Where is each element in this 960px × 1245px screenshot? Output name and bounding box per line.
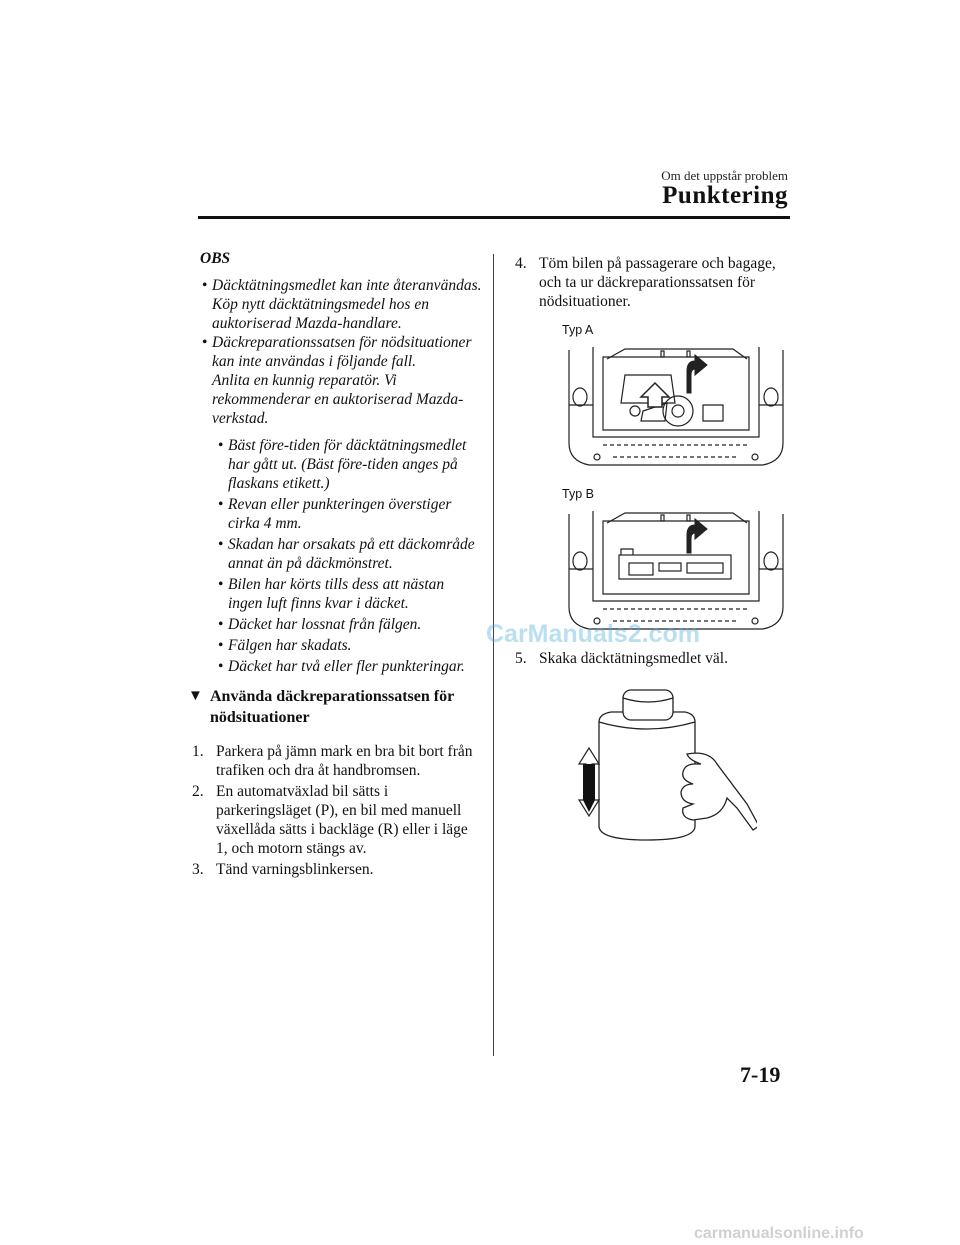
header-rule	[198, 216, 790, 219]
obs-bullet: • Däckreparationssatsen för nödsituation…	[200, 333, 482, 428]
sub-bullet-text: Fälgen har skadats.	[228, 637, 352, 654]
bullet-dot-icon: •	[218, 536, 224, 553]
sub-bullet-list: •Bäst före-tiden för däcktätningsmedlet …	[208, 436, 482, 676]
sub-bullet: •Bilen har körts tills dess att nästan i…	[216, 575, 482, 613]
sub-bullet: •Skadan har orsakats på ett däckområde a…	[216, 535, 482, 573]
obs-title: OBS	[200, 250, 231, 267]
trunk-kit-illustration-typ-b	[568, 511, 784, 630]
obs-bullet-extra-text: Anlita en kunnig reparatör. Vi rekommend…	[212, 372, 464, 427]
bullet-dot-icon: •	[218, 496, 224, 513]
sub-bullet-text: Bilen har körts tills dess att nästan in…	[228, 576, 445, 612]
section-heading-text: Använda däckreparationssatsen för nödsit…	[210, 688, 454, 726]
left-column: OBS • Däcktätningsmedlet kan inte återan…	[188, 250, 482, 881]
sub-bullet: •Revan eller punkteringen överstiger cir…	[216, 495, 482, 533]
bullet-dot-icon: •	[218, 576, 224, 593]
figure-label-typ-a: Typ A	[562, 323, 594, 337]
bullet-dot-icon: •	[218, 637, 224, 654]
step-item: 3. Tänd varningsblinkersen.	[192, 860, 482, 879]
sub-bullet-text: Skadan har orsakats på ett däckområde an…	[228, 536, 475, 572]
bullet-dot-icon: •	[202, 334, 208, 351]
watermark-logo: CarManuals2.com	[486, 620, 700, 648]
obs-bullet-text: Däcktätningsmedlet kan inte återanvändas…	[212, 277, 482, 332]
trunk-kit-illustration-typ-a	[568, 347, 784, 466]
shake-bottle-illustration	[577, 689, 757, 841]
step-text: En automatväxlad bil sätts i parkeringsl…	[216, 783, 468, 857]
step-text: Tänd varningsblinkersen.	[216, 861, 374, 878]
obs-bullet-text: Däckreparationssatsen för nödsituationer…	[212, 334, 472, 370]
step-item: 1. Parkera på jämn mark en bra bit bort …	[192, 742, 482, 780]
bullet-dot-icon: •	[218, 658, 224, 675]
steps-list: 1. Parkera på jämn mark en bra bit bort …	[192, 742, 482, 879]
figure-label-typ-b: Typ B	[562, 487, 594, 501]
sub-bullet-text: Däcket har lossnat från fälgen.	[228, 616, 422, 633]
step-number: 1.	[192, 743, 204, 760]
sub-bullet: •Däcket har två eller fler punkteringar.	[216, 657, 482, 676]
step-text: Skaka däcktätningsmedlet väl.	[539, 650, 728, 667]
bullet-dot-icon: •	[218, 437, 224, 454]
sub-bullet: •Bäst före-tiden för däcktätningsmedlet …	[216, 436, 482, 493]
section-heading: ▼ Använda däckreparationssatsen för nöds…	[186, 686, 476, 728]
column-divider	[493, 254, 494, 1056]
triangle-marker-icon: ▼	[188, 688, 203, 704]
header-section-label: Om det uppstår problem	[661, 168, 788, 183]
sub-bullet: •Däcket har lossnat från fälgen.	[216, 615, 482, 634]
sub-bullet: •Fälgen har skadats.	[216, 636, 482, 655]
sub-bullet-text: Däcket har två eller fler punkteringar.	[228, 658, 465, 675]
page-title: Punktering	[662, 182, 788, 209]
step-item: 5. Skaka däcktätningsmedlet väl.	[515, 649, 795, 668]
obs-bullet: • Däcktätningsmedlet kan inte återanvänd…	[200, 276, 482, 333]
step-number: 4.	[515, 255, 527, 272]
sub-bullet-text: Bäst före-tiden för däcktätningsmedlet h…	[228, 437, 467, 492]
step-number: 5.	[515, 650, 527, 667]
watermark-footer: carmanualsonline.info	[694, 1225, 864, 1242]
step-item: 4. Töm bilen på passagerare och bagage, …	[515, 254, 795, 311]
step-text: Parkera på jämn mark en bra bit bort frå…	[216, 743, 473, 779]
right-column: 4. Töm bilen på passagerare och bagage, …	[515, 254, 795, 874]
step-number: 2.	[192, 783, 204, 800]
page-number: 7-19	[740, 1062, 781, 1087]
bullet-dot-icon: •	[202, 277, 208, 294]
step-text: Töm bilen på passagerare och bagage, och…	[539, 255, 776, 310]
step-number: 3.	[192, 861, 204, 878]
sub-bullet-text: Revan eller punkteringen överstiger cirk…	[228, 496, 452, 532]
bullet-dot-icon: •	[218, 616, 224, 633]
step-item: 2. En automatväxlad bil sätts i parkerin…	[192, 782, 482, 858]
